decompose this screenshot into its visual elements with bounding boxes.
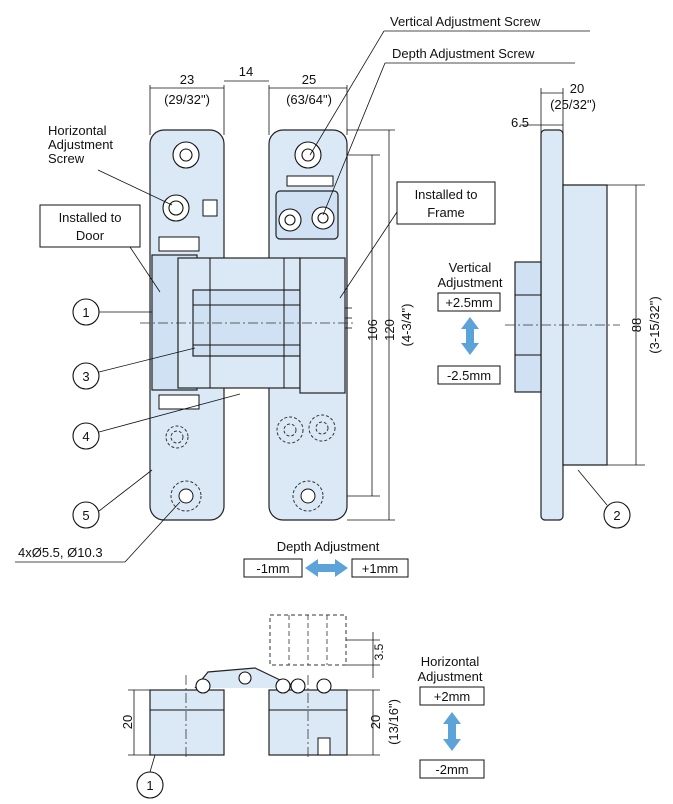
vertical-plus: +2.5mm — [445, 295, 492, 310]
installed-door-line1: Installed to — [59, 210, 122, 225]
hinge-body — [140, 257, 355, 394]
dim-3-5: 3.5 — [372, 643, 386, 660]
dim-20-side: 20 — [570, 81, 584, 96]
label-vertical-adjustment-screw: Vertical Adjustment Screw — [390, 14, 541, 29]
label-horizontal-adjustment-screw-2: Adjustment — [48, 137, 113, 152]
dim-20-side-inch: (25/32") — [550, 97, 596, 112]
dim-14: 14 — [239, 64, 253, 79]
depth-plus: +1mm — [362, 561, 398, 576]
label-vertical-adjustment-2: Adjustment — [437, 275, 502, 290]
installed-frame-line2: Frame — [427, 205, 465, 220]
depth-adjustment: Depth Adjustment -1mm +1mm — [243, 539, 409, 578]
vertical-adjustment: Vertical Adjustment +2.5mm -2.5mm — [437, 260, 503, 385]
callout-3: 3 — [82, 369, 89, 384]
side-view: 20 (25/32") 6.5 88 (3-15/32") 2 — [505, 81, 662, 529]
dim-88-inch: (3-15/32") — [647, 296, 662, 353]
label-depth-adjustment-screw: Depth Adjustment Screw — [392, 46, 535, 61]
dim-20-right-inch: (13/16") — [386, 699, 401, 745]
installed-door-line2: Door — [76, 228, 105, 243]
label-horizontal-adjustment-1: Horizontal — [421, 654, 480, 669]
dim-20-right: 20 — [368, 715, 383, 729]
installed-to-frame-box: Installed to Frame — [339, 181, 496, 299]
callout-2: 2 — [613, 508, 620, 523]
installed-to-door-box: Installed to Door — [39, 204, 161, 293]
dim-120-inch: (4-3/4") — [399, 304, 414, 347]
dim-20-left: 20 — [120, 715, 135, 729]
dim-6-5: 6.5 — [511, 115, 529, 130]
horizontal-adjustment: Horizontal Adjustment +2mm -2mm — [417, 654, 485, 779]
top-dimensions: 23 (29/32") 14 25 (63/64") — [149, 64, 348, 135]
callout-5: 5 — [82, 508, 89, 523]
label-horizontal-adjustment-2: Adjustment — [417, 669, 482, 684]
screw-labels: Vertical Adjustment Screw Depth Adjustme… — [48, 14, 590, 216]
label-holes: 4xØ5.5, Ø10.3 — [18, 545, 103, 560]
height-dimensions: 106 120 (4-3/4") — [347, 129, 414, 521]
callout-1-bottom: 1 — [146, 778, 153, 793]
dim-23: 23 — [180, 72, 194, 87]
horizontal-minus: -2mm — [435, 762, 468, 777]
vertical-minus: -2.5mm — [447, 368, 491, 383]
holes-label: 4xØ5.5, Ø10.3 — [15, 501, 181, 563]
dim-106: 106 — [365, 319, 380, 341]
horizontal-plus: +2mm — [434, 689, 470, 704]
dim-120: 120 — [382, 319, 397, 341]
label-horizontal-adjustment-screw-3: Screw — [48, 151, 85, 166]
depth-minus: -1mm — [256, 561, 289, 576]
callout-4: 4 — [82, 429, 89, 444]
dim-25-inch: (63/64") — [286, 92, 332, 107]
dim-88: 88 — [629, 318, 644, 332]
label-horizontal-adjustment-screw-1: Horizontal — [48, 123, 107, 138]
callouts-front: 1 3 4 5 — [72, 298, 241, 529]
label-vertical-adjustment-1: Vertical — [449, 260, 492, 275]
bottom-view: 3.5 20 20 (13/16") 1 — [120, 614, 401, 799]
dim-25: 25 — [302, 72, 316, 87]
callout-1: 1 — [82, 305, 89, 320]
label-depth-adjustment: Depth Adjustment — [277, 539, 380, 554]
installed-frame-line1: Installed to — [415, 187, 478, 202]
dim-23-inch: (29/32") — [164, 92, 210, 107]
